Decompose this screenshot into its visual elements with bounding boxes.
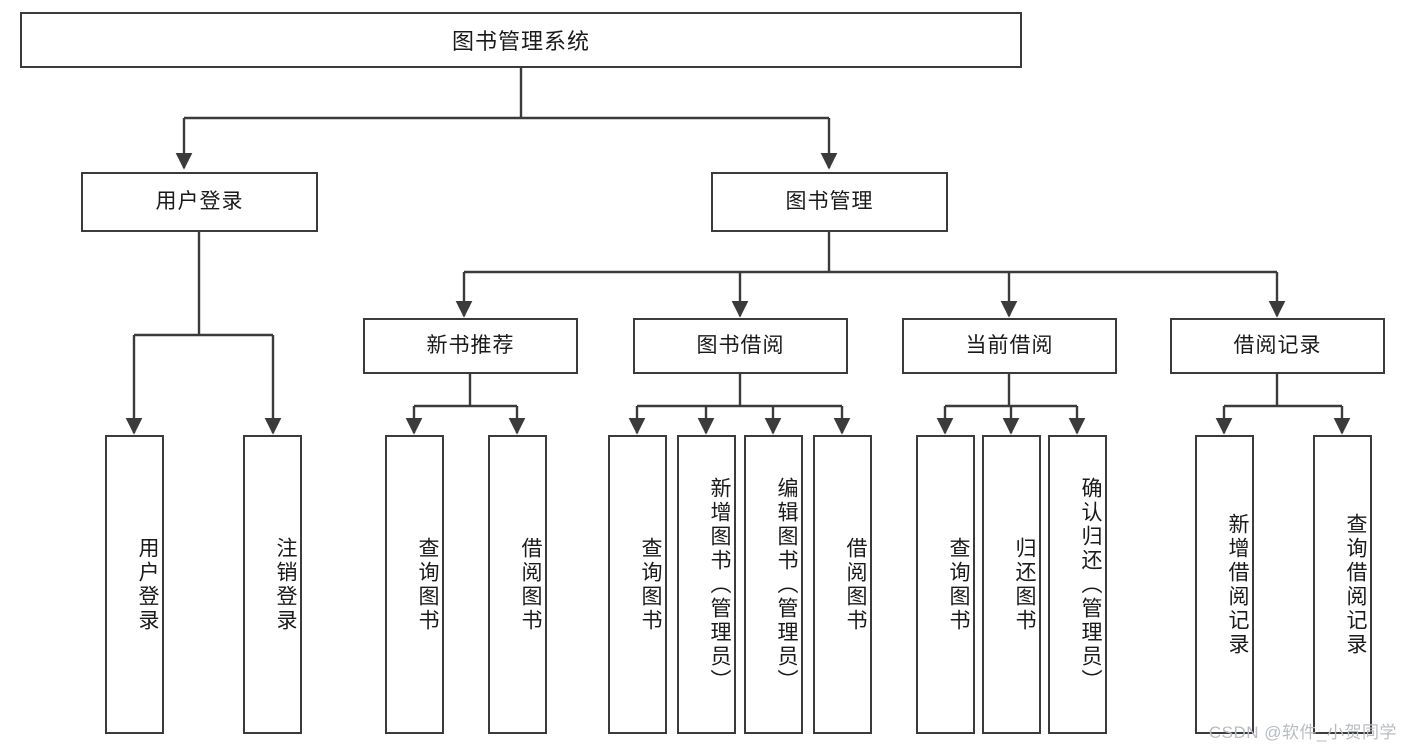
leaf-borrow-record-add-record[interactable]: 新增借阅记录 (1195, 435, 1254, 734)
node-label: 新增借阅记录 (1226, 512, 1249, 657)
node-label: 查询图书 (639, 536, 662, 633)
node-label: 图书管理系统 (451, 29, 590, 54)
node-label: 查询借阅记录 (1344, 512, 1367, 657)
node-new-book-recommend[interactable]: 新书推荐 (363, 318, 578, 374)
node-label: 借阅图书 (519, 536, 542, 633)
node-label: 借阅图书 (844, 536, 867, 633)
node-book-management[interactable]: 图书管理 (711, 172, 948, 232)
leaf-book-borrow-query-book[interactable]: 查询图书 (608, 435, 667, 734)
node-label: 查询图书 (947, 536, 970, 633)
leaf-new-book-borrow-book[interactable]: 借阅图书 (488, 435, 547, 734)
node-label: 归还图书 (1013, 536, 1036, 633)
leaf-book-borrow-add-book-admin[interactable]: 新增图书（管理员） (677, 435, 736, 734)
csdn-watermark: CSDN @软件_小贺同学 (1208, 723, 1397, 742)
leaf-user-login-login[interactable]: 用户登录 (105, 435, 164, 734)
leaf-current-borrow-return-book[interactable]: 归还图书 (982, 435, 1041, 734)
node-label: 查询图书 (416, 536, 439, 633)
node-label: 图书管理 (785, 190, 874, 214)
node-user-login[interactable]: 用户登录 (81, 172, 318, 232)
node-label: 新增图书（管理员） (708, 476, 731, 693)
leaf-book-borrow-edit-book-admin[interactable]: 编辑图书（管理员） (744, 435, 803, 734)
leaf-user-login-logout[interactable]: 注销登录 (243, 435, 302, 734)
leaf-new-book-query-book[interactable]: 查询图书 (385, 435, 444, 734)
node-label: 注销登录 (274, 536, 297, 633)
node-label: 新书推荐 (426, 334, 515, 358)
node-book-borrow[interactable]: 图书借阅 (633, 318, 848, 374)
node-label: 确认归还（管理员） (1079, 476, 1102, 693)
leaf-borrow-record-query-record[interactable]: 查询借阅记录 (1313, 435, 1372, 734)
node-current-borrow[interactable]: 当前借阅 (902, 318, 1117, 374)
leaf-current-borrow-query-book[interactable]: 查询图书 (916, 435, 975, 734)
node-label: 图书借阅 (696, 334, 785, 358)
leaf-current-borrow-confirm-return-admin[interactable]: 确认归还（管理员） (1048, 435, 1107, 734)
node-label: 用户登录 (155, 190, 244, 214)
node-label: 编辑图书（管理员） (775, 476, 798, 693)
leaf-book-borrow-borrow-book[interactable]: 借阅图书 (813, 435, 872, 734)
node-label: 当前借阅 (965, 334, 1054, 358)
node-label: 用户登录 (136, 536, 159, 633)
node-label: 借阅记录 (1233, 334, 1322, 358)
node-borrow-record[interactable]: 借阅记录 (1170, 318, 1385, 374)
node-book-management-system[interactable]: 图书管理系统 (20, 12, 1022, 68)
